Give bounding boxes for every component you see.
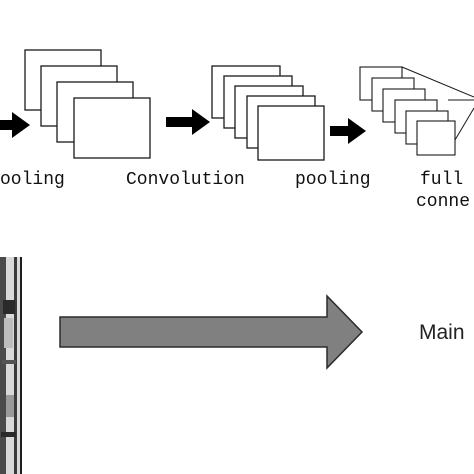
- feature-map: [416, 120, 456, 156]
- feature-map: [257, 105, 325, 161]
- feature-map: [73, 97, 151, 159]
- label-main: Main: [419, 321, 465, 344]
- feature-map-stack-pooling-1: [24, 49, 151, 159]
- arrow-to-convolution: [166, 109, 210, 135]
- label-pooling-1: ooling: [0, 170, 65, 190]
- fully-connected-lines: [401, 66, 474, 141]
- arrow-to-pooling-1: [0, 112, 30, 138]
- label-convolution: Convolution: [126, 170, 245, 190]
- label-fully-connected-line2: conne: [416, 192, 471, 212]
- label-pooling-2: pooling: [295, 170, 371, 190]
- arrow-to-pooling-2: [330, 118, 366, 144]
- big-gray-arrow: [59, 294, 364, 370]
- label-fully-connected-line1: full: [420, 170, 464, 190]
- feature-map-stack-pooling-2: [359, 66, 456, 156]
- input-photo: [0, 257, 22, 474]
- feature-map-stack-convolution: [211, 65, 325, 161]
